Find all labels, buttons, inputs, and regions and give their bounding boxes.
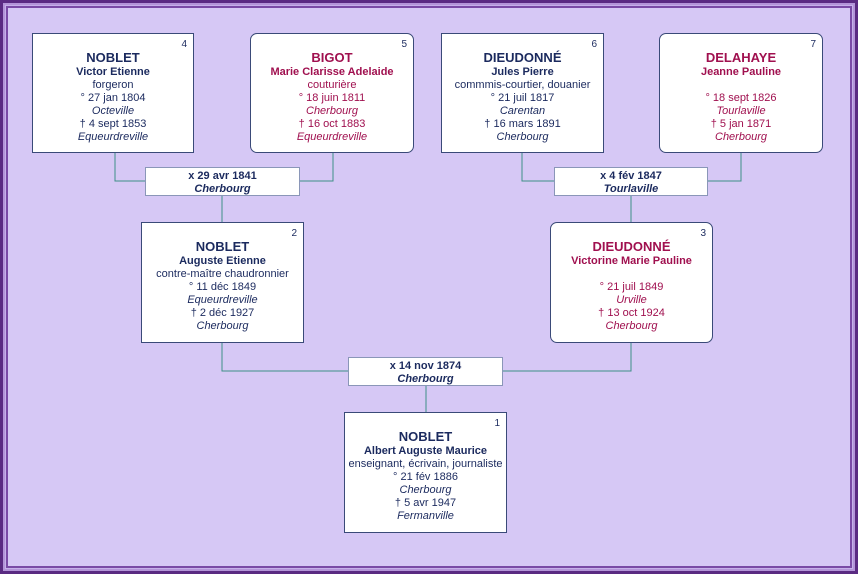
birth-place: Urville bbox=[616, 294, 647, 306]
given-names: Auguste Etienne bbox=[179, 255, 266, 267]
marriage-box-4-5[interactable]: x 29 avr 1841 Cherbourg bbox=[145, 167, 300, 196]
marriage-box-6-7[interactable]: x 4 fév 1847 Tourlaville bbox=[554, 167, 708, 196]
given-names: Jeanne Pauline bbox=[700, 66, 782, 78]
death-date: † 5 jan 1871 bbox=[710, 118, 772, 130]
surname: NOBLET bbox=[398, 429, 453, 444]
marriage-date: x 29 avr 1841 bbox=[188, 170, 257, 182]
sosa-number: 3 bbox=[700, 228, 706, 239]
person-card-4[interactable]: 4 NOBLET Victor Etienne forgeron ° 27 ja… bbox=[32, 33, 194, 153]
link-5-marriage bbox=[300, 153, 334, 182]
marriage-date: x 4 fév 1847 bbox=[600, 170, 662, 182]
marriage-box-2-3[interactable]: x 14 nov 1874 Cherbourg bbox=[348, 357, 503, 386]
birth-date: ° 21 juil 1817 bbox=[490, 92, 555, 104]
occupation: enseignant, écrivain, journaliste bbox=[348, 458, 503, 470]
sosa-number: 2 bbox=[291, 228, 297, 239]
birth-date: ° 11 déc 1849 bbox=[188, 281, 257, 293]
birth-place: Tourlaville bbox=[716, 105, 766, 117]
person-card-7[interactable]: 7 DELAHAYE Jeanne Pauline ° 18 sept 1826… bbox=[659, 33, 823, 153]
death-place: Cherbourg bbox=[196, 320, 249, 332]
death-place: Cherbourg bbox=[715, 131, 767, 143]
occupation: couturière bbox=[307, 79, 357, 91]
link-6-marriage bbox=[521, 153, 554, 182]
birth-place: Cherbourg bbox=[306, 105, 358, 117]
sosa-number: 1 bbox=[494, 418, 500, 429]
marriage-place: Cherbourg bbox=[397, 373, 454, 385]
surname: BIGOT bbox=[311, 50, 353, 65]
birth-place: Carentan bbox=[499, 105, 546, 117]
birth-date: ° 18 sept 1826 bbox=[705, 92, 777, 104]
given-names: Albert Auguste Maurice bbox=[363, 445, 488, 457]
given-names: Victor Etienne bbox=[76, 66, 150, 78]
person-card-3[interactable]: 3 DIEUDONNÉ Victorine Marie Pauline ° 21… bbox=[550, 222, 713, 343]
death-place: Cherbourg bbox=[496, 131, 549, 143]
link-2-marriage bbox=[221, 343, 348, 372]
person-card-6[interactable]: 6 DIEUDONNÉ Jules Pierre commmis-courtie… bbox=[441, 33, 604, 153]
occupation bbox=[660, 79, 822, 92]
death-place: Cherbourg bbox=[605, 320, 658, 332]
given-names: Jules Pierre bbox=[491, 66, 554, 78]
sosa-number: 7 bbox=[810, 39, 816, 50]
occupation bbox=[551, 268, 712, 281]
death-date: † 5 avr 1947 bbox=[394, 497, 457, 509]
occupation: commmis-courtier, douanier bbox=[454, 79, 591, 91]
sosa-number: 6 bbox=[591, 39, 597, 50]
surname: DIEUDONNÉ bbox=[592, 239, 671, 254]
marriage-place: Cherbourg bbox=[194, 183, 251, 195]
given-names: Marie Clarisse Adelaide bbox=[270, 66, 394, 78]
death-date: † 16 oct 1883 bbox=[298, 118, 366, 130]
death-place: Equeurdreville bbox=[296, 131, 368, 143]
marriage-date: x 14 nov 1874 bbox=[389, 360, 462, 372]
sosa-number: 4 bbox=[181, 39, 187, 50]
surname: DELAHAYE bbox=[705, 50, 777, 65]
death-date: † 2 déc 1927 bbox=[190, 307, 255, 319]
occupation: forgeron bbox=[92, 79, 134, 91]
birth-place: Octeville bbox=[91, 105, 135, 117]
birth-date: ° 18 juin 1811 bbox=[298, 92, 366, 104]
surname: NOBLET bbox=[195, 239, 250, 254]
surname: DIEUDONNÉ bbox=[483, 50, 562, 65]
link-3-marriage bbox=[503, 343, 632, 372]
death-date: † 4 sept 1853 bbox=[79, 118, 147, 130]
birth-place: Cherbourg bbox=[399, 484, 452, 496]
given-names: Victorine Marie Pauline bbox=[571, 255, 692, 267]
birth-place: Equeurdreville bbox=[187, 294, 258, 306]
link-4-marriage bbox=[114, 153, 145, 182]
death-place: Fermanville bbox=[397, 510, 454, 522]
birth-date: ° 27 jan 1804 bbox=[80, 92, 146, 104]
birth-date: ° 21 juil 1849 bbox=[599, 281, 664, 293]
person-card-2[interactable]: 2 NOBLET Auguste Etienne contre-maître c… bbox=[141, 222, 304, 343]
person-card-5[interactable]: 5 BIGOT Marie Clarisse Adelaide couturiè… bbox=[250, 33, 414, 153]
death-place: Equeurdreville bbox=[77, 131, 149, 143]
occupation: contre-maître chaudronnier bbox=[156, 268, 289, 280]
death-date: † 13 oct 1924 bbox=[598, 307, 665, 319]
sosa-number: 5 bbox=[401, 39, 407, 50]
birth-date: ° 21 fév 1886 bbox=[393, 471, 458, 483]
death-date: † 16 mars 1891 bbox=[484, 118, 561, 130]
surname: NOBLET bbox=[86, 50, 140, 65]
link-7-marriage bbox=[708, 153, 742, 182]
person-card-1[interactable]: 1 NOBLET Albert Auguste Maurice enseigna… bbox=[344, 412, 507, 533]
marriage-place: Tourlaville bbox=[603, 183, 659, 195]
